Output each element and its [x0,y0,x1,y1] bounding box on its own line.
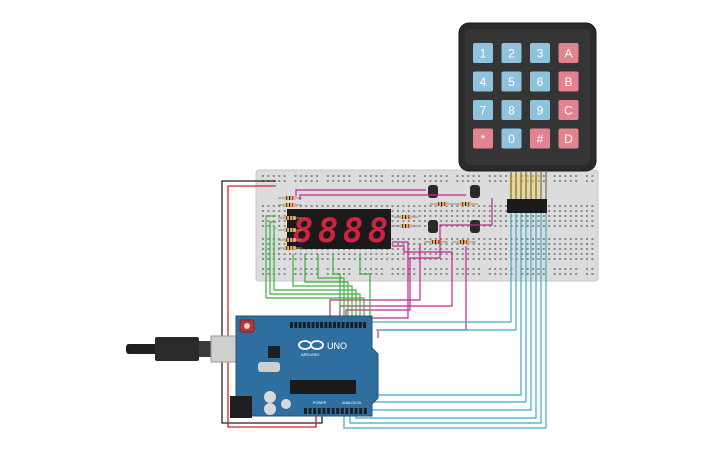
keypad-key: 8 [501,100,522,120]
keypad-key-label: 1 [480,47,487,61]
arduino-logo [298,340,324,350]
resistor [278,216,302,220]
keypad-key-label: 0 [508,132,515,146]
keypad-key: C [558,100,579,120]
display-digit: 8 [293,211,313,251]
transistor [428,220,438,233]
keypad-key: 6 [530,71,550,92]
vcc-wire [227,185,317,428]
wire [304,254,349,325]
keypad-key-label: D [564,132,573,146]
wire [273,227,357,325]
analog-label: ANALOG IN [342,401,362,405]
resistor [394,215,418,219]
power-label: POWER [313,401,327,405]
wire [345,198,493,325]
keypad-key: 1 [473,43,493,63]
display-digit: 8 [343,211,363,251]
keypad-key-label: 9 [537,104,544,118]
resistor [454,202,478,206]
keypad-key-label: 2 [508,47,515,61]
wire [349,213,542,424]
keypad-key: 5 [501,71,522,92]
keypad-key: B [558,71,579,92]
ground-wire [221,180,323,424]
keypad-ribbon [510,172,547,199]
keypad-key-label: # [537,132,544,146]
wire [370,213,522,396]
wire [343,213,547,429]
wire [329,244,421,325]
keypad-connector [507,174,547,213]
transistor [428,185,438,198]
resistor [278,203,302,207]
keypad-key: 9 [530,100,550,120]
arduino-uno: ARDUINO UNO POWER ANALOG IN [230,315,379,418]
resistor [278,238,302,242]
wire [269,221,361,325]
wire [299,194,466,200]
resistor [430,202,454,206]
keypad-key: 7 [473,100,493,120]
keypad-key-label: 5 [508,75,515,89]
keypad-key: A [558,43,579,63]
keypad-key: * [473,128,493,149]
transistor [470,220,480,233]
wire [376,213,517,331]
keypad-key-label: 7 [480,104,487,118]
display-digit: 8 [368,211,388,251]
wire [317,254,345,325]
keypad-key: # [530,128,550,149]
keypad: 1 2 3 A 4 5 6 B 7 8 9 C * 0 # D [458,22,597,172]
wire [265,215,365,325]
power-wires [221,180,323,428]
usb-cable [126,335,240,363]
keypad-key-label: C [564,104,573,118]
keypad-key-label: 3 [537,47,544,61]
microcontroller-chip [290,380,356,394]
resistor [278,246,302,250]
keypad-key: 4 [473,71,493,92]
arduino-model: UNO [327,341,347,351]
keypad-key: 3 [530,43,550,63]
resistor [452,240,476,244]
resistor [394,224,418,228]
keypad-key-label: 6 [537,75,544,89]
keypad-key: D [558,128,579,149]
resistor [424,240,448,244]
keypad-key-label: * [481,132,486,146]
wire [359,254,371,325]
transistor [470,185,480,198]
arduino-brand: ARDUINO [301,352,319,357]
wire [332,254,341,310]
keypad-key: 0 [501,128,522,149]
resistor-group [278,196,478,250]
keypad-key-label: 8 [508,104,515,118]
resistor [278,196,302,200]
keypad-key-label: 4 [480,75,487,89]
resistor [278,228,302,232]
transistor-group [428,185,480,233]
keypad-key: 2 [501,43,522,63]
wire [295,189,426,196]
keypad-key-label: B [564,75,572,89]
keypad-key-label: A [564,47,572,61]
wire [292,254,353,325]
display-digit: 8 [318,211,338,251]
green-wires [265,215,371,325]
